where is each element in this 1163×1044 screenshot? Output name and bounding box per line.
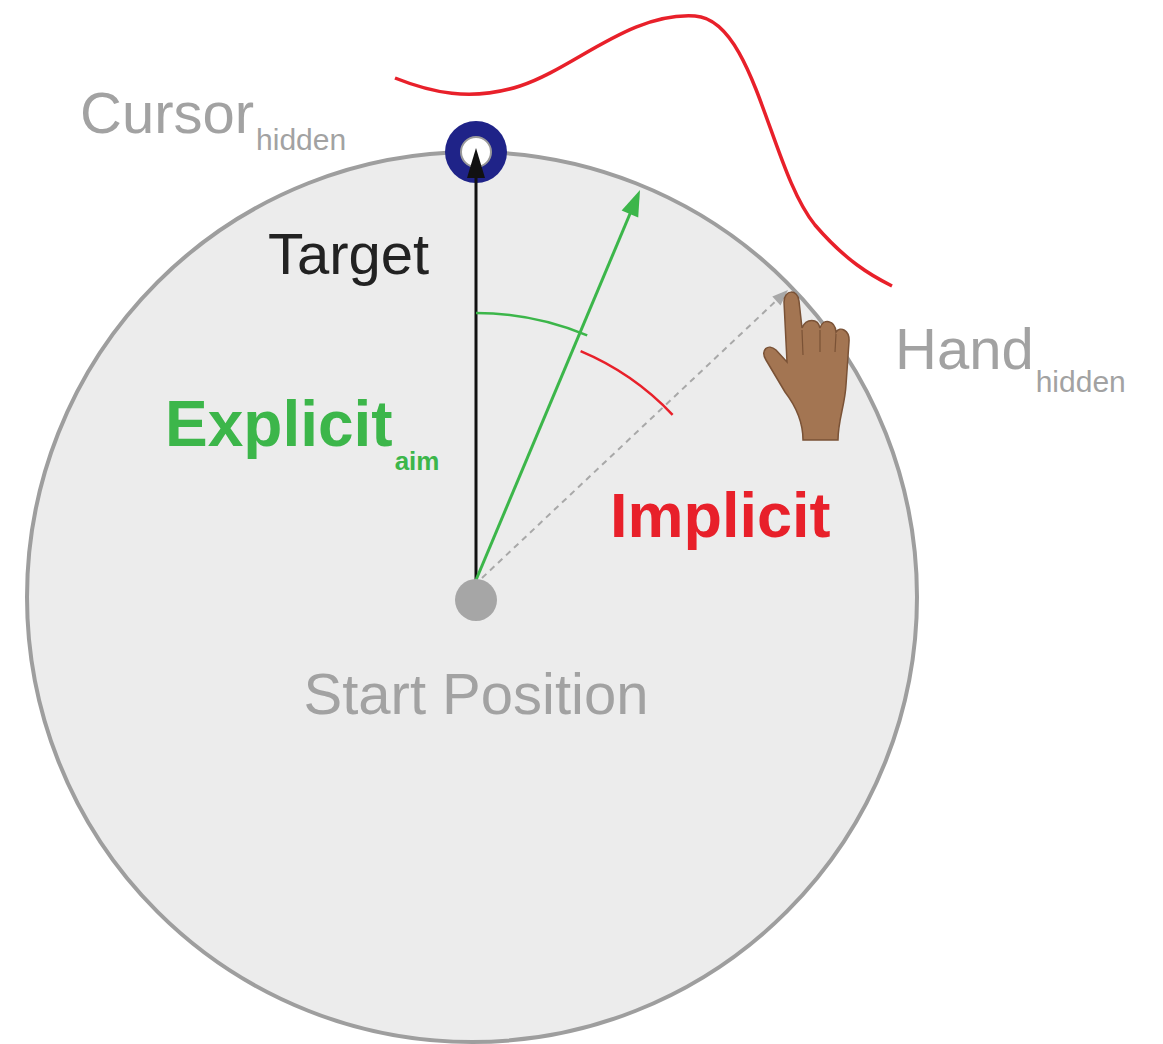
- target-label: Target: [268, 225, 429, 283]
- cursor-label: Cursor: [80, 84, 254, 142]
- workspace-circle: [27, 152, 917, 1042]
- target-arrowhead: [467, 148, 485, 178]
- explicit-label: Explicit: [165, 392, 393, 456]
- hand-shape: [764, 292, 849, 440]
- aim-arrowhead: [622, 190, 640, 218]
- start-dot: [455, 579, 497, 621]
- hand-icon: [764, 292, 849, 440]
- explicit-arc: [476, 313, 587, 335]
- hand-label: Hand: [895, 320, 1034, 378]
- implicit-label: Implicit: [610, 484, 831, 547]
- aim-arrow-line: [476, 209, 632, 580]
- subscript: aim: [395, 448, 440, 474]
- subscript: hidden: [1036, 367, 1126, 397]
- implicit-arc: [581, 351, 673, 415]
- finger-creases: [802, 330, 836, 355]
- target-arrow-line: [475, 174, 478, 600]
- error-curve: [395, 16, 892, 286]
- start-label: Start Position: [304, 665, 649, 723]
- cursor-ring: [445, 121, 507, 183]
- subscript: hidden: [256, 125, 346, 155]
